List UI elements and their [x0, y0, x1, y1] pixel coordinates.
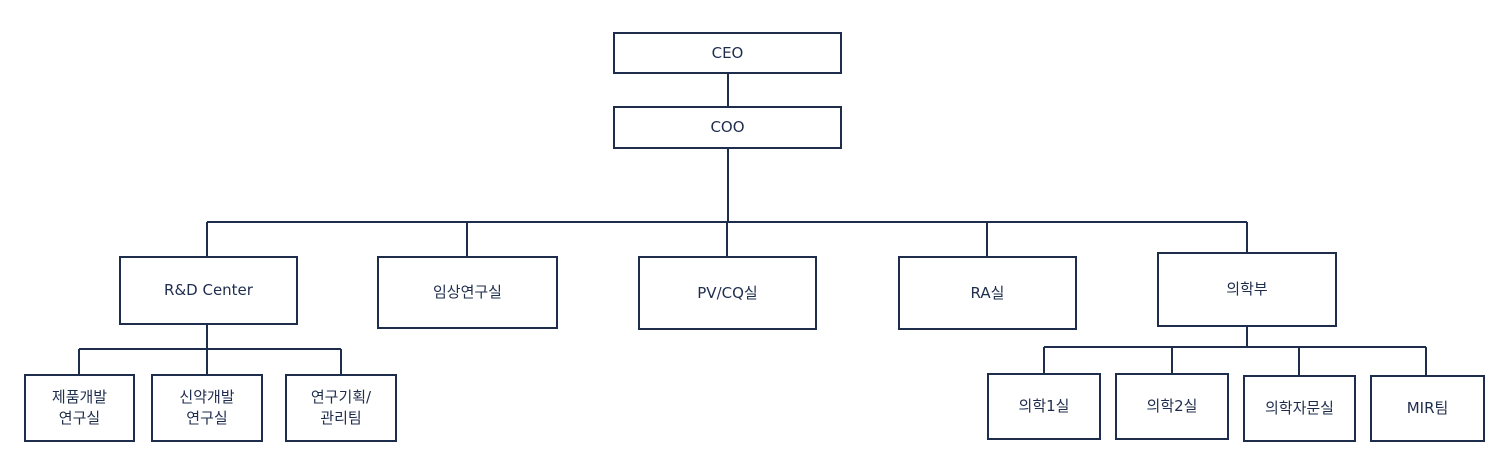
node-medical-2: 의학2실 [1115, 373, 1229, 440]
node-mir-team: MIR팀 [1370, 375, 1485, 442]
node-pv-cq: PV/CQ실 [638, 256, 817, 330]
node-research-planning: 연구기획/ 관리팀 [285, 374, 397, 442]
node-rnd-center: R&D Center [119, 256, 298, 325]
node-clinical-research: 임상연구실 [377, 256, 558, 329]
node-new-drug-dev: 신약개발 연구실 [151, 374, 263, 442]
node-product-dev: 제품개발 연구실 [24, 374, 135, 442]
node-medical-advisory: 의학자문실 [1243, 375, 1356, 442]
node-ceo: CEO [613, 32, 842, 74]
node-medical-dept: 의학부 [1157, 252, 1337, 327]
node-medical-1: 의학1실 [987, 373, 1101, 440]
node-ra: RA실 [898, 256, 1077, 330]
node-coo: COO [613, 106, 842, 149]
